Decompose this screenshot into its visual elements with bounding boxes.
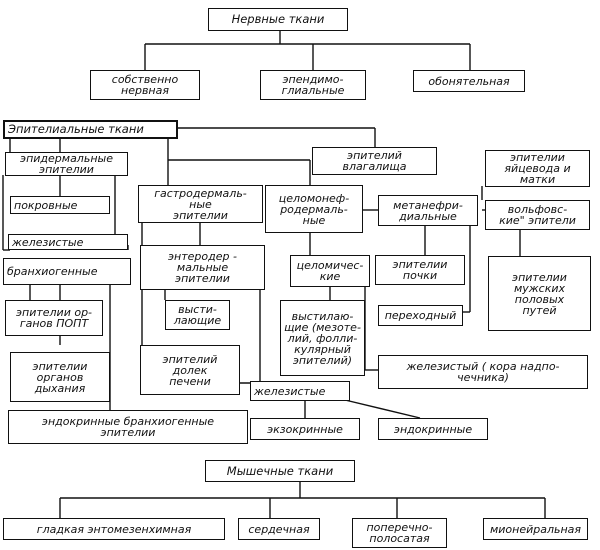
- node-kidney-epithelium: эпителии почки: [375, 255, 465, 285]
- node-epithelial-tissues: Эпителиальные ткани: [3, 120, 178, 139]
- node-liver-lobule-epithelium: эпителий долек печени: [140, 345, 240, 395]
- node-smooth-entomesenchymal: гладкая энтомезенхимная: [3, 518, 225, 540]
- node-vaginal-epithelium: эпителий влагалища: [312, 147, 437, 175]
- node-covering: покровные: [10, 196, 110, 214]
- node-ppot-organs: эпителии ор- ганов ПОПТ: [5, 300, 103, 336]
- node-lining-mesothelium: выстилаю- щие (мезоте- лий, фолли- куляр…: [280, 300, 365, 376]
- node-glandular-coelomic: железистые: [250, 381, 350, 401]
- node-cardiac: сердечная: [238, 518, 320, 540]
- node-enterodermal: энтеродер - мальные эпителии: [140, 245, 265, 290]
- node-endocrine: эндокринные: [378, 418, 488, 440]
- node-muscle-tissues: Мышечные ткани: [205, 460, 355, 482]
- node-myoneural: мионейральная: [483, 518, 588, 540]
- node-coelomic: целомичес- кие: [290, 255, 370, 287]
- node-lining: высти- лающие: [165, 300, 230, 330]
- node-branchiogenic: бранхиогенные: [3, 258, 131, 285]
- node-gastrodermal: гастродермаль- ные эпителии: [138, 185, 263, 223]
- node-male-tracts: эпителии мужских половых путей: [488, 256, 591, 331]
- node-nervous-tissues: Нервные ткани: [208, 8, 348, 31]
- node-adrenal-cortex: железистый ( кора надпо- чечника): [378, 355, 588, 389]
- node-nervous-olfactory: обонятельная: [413, 70, 525, 92]
- node-metanephridial: метанефри- диальные: [378, 195, 478, 226]
- node-wolffian: вольфовс- кие" эпители: [485, 200, 590, 230]
- node-respiratory: эпителии органов дыхания: [10, 352, 110, 402]
- node-epidermal: эпидермальные эпителии: [5, 152, 128, 176]
- node-coelonephrodermal: целомонеф- родермаль- ные: [265, 185, 363, 233]
- node-nervous-own: собственно нервная: [90, 70, 200, 100]
- node-exocrine: экзокринные: [250, 418, 360, 440]
- node-endocrine-branchiogenic: эндокринные бранхиогенные эпителии: [8, 410, 248, 444]
- node-nervous-ependymoglial: эпендимо- глиальные: [260, 70, 366, 100]
- node-glandular-epidermal: железистые: [8, 234, 128, 250]
- node-striated: поперечно- полосатая: [352, 518, 447, 548]
- node-transitional: переходный: [378, 305, 463, 326]
- node-oviduct-uterus: эпителии яйцевода и матки: [485, 150, 590, 187]
